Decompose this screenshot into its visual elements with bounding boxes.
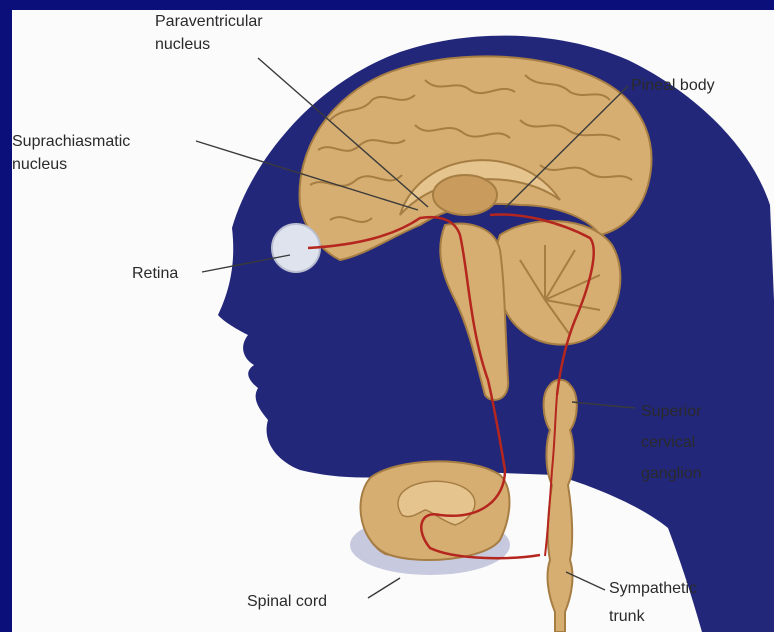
diagram-panel: Paraventricular nucleus Pineal body Supr… [12,10,774,632]
leader-spinal-cord [368,578,400,598]
label-suprachiasmatic: Suprachiasmatic nucleus [12,130,130,176]
thalamus [433,175,497,215]
label-spinal-cord: Spinal cord [247,590,327,613]
label-sympathetic-trunk: Sympathetic trunk [609,575,697,631]
label-pineal-body: Pineal body [631,74,715,97]
label-retina: Retina [132,262,178,285]
label-paraventricular: Paraventricular nucleus [155,10,263,56]
head-brain-diagram [12,10,774,632]
label-superior-cervical-ganglion: Superior cervical ganglion [641,396,702,489]
